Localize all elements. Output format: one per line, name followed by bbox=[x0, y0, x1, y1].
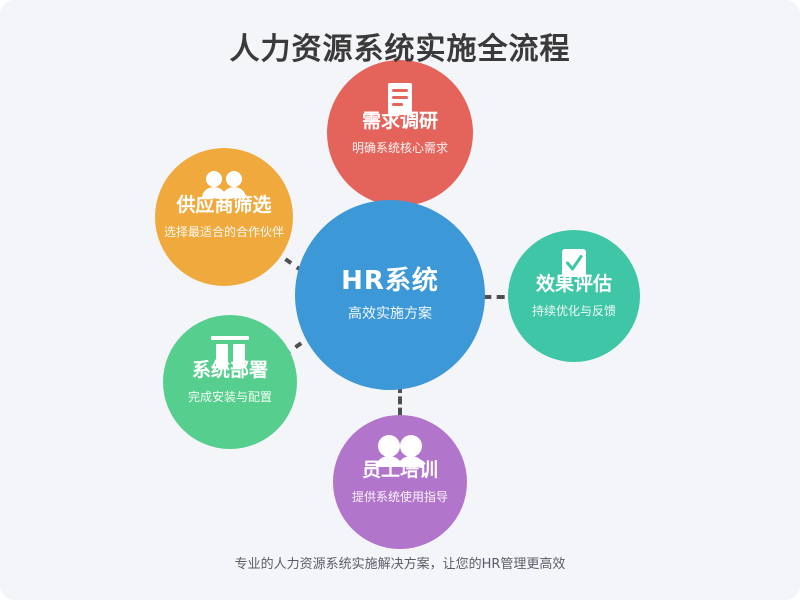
node-research[interactable]: 需求调研 明确系统核心需求 bbox=[327, 60, 473, 206]
node-training-desc: 提供系统使用指导 bbox=[351, 489, 448, 504]
node-deploy-desc: 完成安装与配置 bbox=[187, 389, 272, 404]
document-lines-icon bbox=[385, 82, 415, 120]
node-research-desc: 明确系统核心需求 bbox=[351, 140, 448, 155]
node-evaluate-desc: 持续优化与反馈 bbox=[531, 303, 616, 318]
node-evaluate-title: 效果评估 bbox=[535, 272, 612, 295]
two-users-icon bbox=[201, 170, 247, 204]
node-center-title: HR系统 bbox=[341, 265, 439, 296]
node-vendor-title: 供应商筛选 bbox=[176, 193, 272, 216]
page-title: 人力资源系统实施全流程 bbox=[229, 32, 571, 67]
node-center-desc: 高效实施方案 bbox=[348, 306, 432, 323]
node-research-title: 需求调研 bbox=[361, 109, 438, 132]
connector-center-to-deploy bbox=[274, 325, 326, 363]
node-deploy-title: 系统部署 bbox=[191, 358, 268, 381]
node-evaluate[interactable]: 效果评估 持续优化与反馈 bbox=[508, 230, 640, 362]
two-users-icon bbox=[375, 435, 425, 471]
node-vendor-desc: 选择最适合的合作伙伴 bbox=[163, 224, 284, 239]
node-deploy[interactable]: 系统部署 完成安装与配置 bbox=[163, 315, 297, 449]
node-training[interactable]: 员工培训 提供系统使用指导 bbox=[333, 415, 467, 549]
node-training-title: 员工培训 bbox=[361, 458, 438, 481]
node-vendor[interactable]: 供应商筛选 选择最适合的合作伙伴 bbox=[155, 148, 293, 286]
server-rack-icon bbox=[207, 335, 253, 373]
check-square-icon bbox=[559, 248, 589, 284]
node-center-hub[interactable]: HR系统 高效实施方案 bbox=[295, 200, 485, 390]
connector-center-to-training bbox=[398, 385, 402, 427]
connector-center-to-evaluate bbox=[470, 295, 518, 299]
footer-note: 专业的人力资源系统实施解决方案，让您的HR管理更高效 bbox=[234, 557, 566, 572]
